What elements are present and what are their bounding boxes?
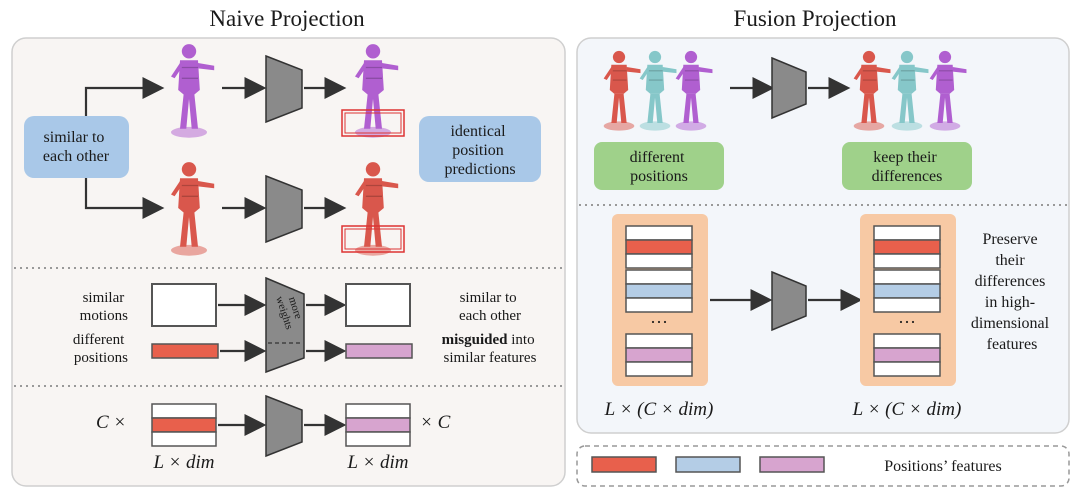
- projection-layer-bottom-section: [265, 394, 303, 458]
- channels-prefix: C ×: [96, 412, 126, 433]
- motion-feature-output: [345, 283, 411, 327]
- similar-box: [24, 116, 129, 178]
- right-panel-title: Fusion Projection: [734, 6, 897, 31]
- left-panel-title: Naive Projection: [209, 6, 365, 31]
- output-dim-caption: L × dim: [346, 452, 408, 473]
- position-highlight-bottom-inner: [344, 228, 402, 250]
- fusion-input-stack: [625, 225, 693, 377]
- legend-swatch-blue: [675, 456, 741, 473]
- input-dim-caption: L × dim: [152, 452, 214, 473]
- branch-arrow-down: [84, 178, 165, 219]
- prediction-box-text: identical position predictions: [444, 123, 515, 178]
- projection-layer-top: [265, 54, 303, 124]
- fusion-input-ellipsis: ···: [650, 312, 668, 332]
- misguided-label: misguided into similar features: [442, 332, 539, 366]
- different-positions-box-text: different positions: [630, 149, 689, 185]
- fusion-input-caption: L × (C × dim): [604, 399, 714, 420]
- output-feature-stack: [345, 403, 411, 447]
- position-highlight-top-inner: [344, 112, 402, 134]
- position-feature-output: [345, 343, 413, 359]
- keep-differences-box-text: keep their differences: [872, 149, 943, 185]
- preserve-text: Preserve their differences in high- dime…: [971, 231, 1053, 353]
- fusion-output-ellipsis: ···: [898, 312, 916, 332]
- legend-swatch-red: [591, 456, 657, 473]
- similar-output-label: similar to each other: [459, 290, 521, 324]
- keep-differences-box: [842, 142, 972, 190]
- motion-feature-input: [151, 283, 217, 327]
- prediction-box: [419, 116, 541, 182]
- input-feature-stack: [151, 403, 217, 447]
- similar-box-text: similar to each other: [43, 129, 110, 165]
- projection-layer-middle: [265, 276, 305, 374]
- position-highlight-top: [341, 109, 405, 137]
- branch-arrow-up: [84, 77, 165, 116]
- fusion-output-caption: L × (C × dim): [852, 399, 962, 420]
- similar-motions-label: similar motions: [80, 290, 129, 324]
- fusion-output-stack: [873, 225, 941, 377]
- projection-layer-bottom: [265, 174, 303, 244]
- different-positions-label: different positions: [73, 332, 128, 366]
- legend-label: Positions’ features: [884, 458, 1001, 475]
- channels-suffix: × C: [420, 412, 451, 433]
- fusion-projection-top: [771, 56, 807, 120]
- position-feature-input: [151, 343, 219, 359]
- fusion-projection-bottom: [771, 270, 807, 332]
- different-positions-box: [594, 142, 724, 190]
- legend-swatch-pink: [759, 456, 825, 473]
- position-highlight-bottom: [341, 225, 405, 253]
